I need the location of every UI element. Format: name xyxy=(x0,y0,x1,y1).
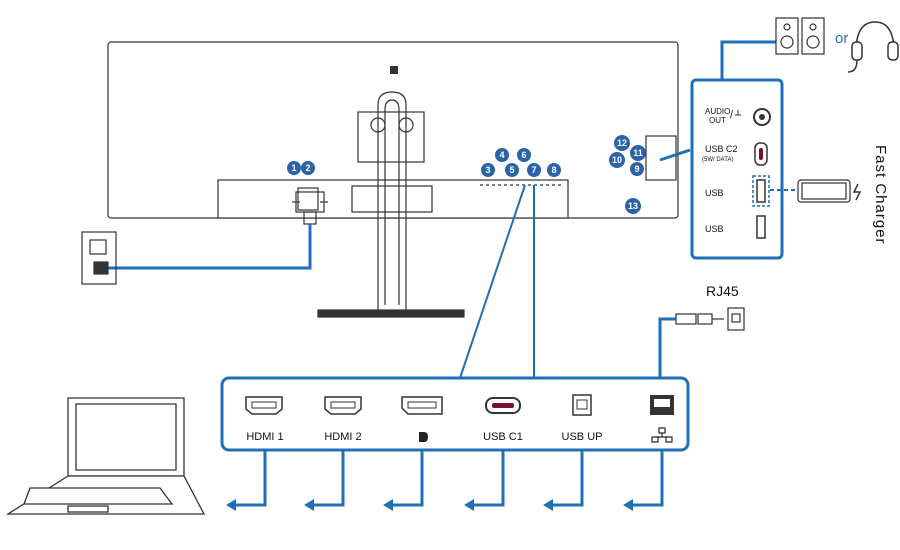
svg-text:/: / xyxy=(730,109,734,121)
port-usb-c1-label: USB C1 xyxy=(483,431,523,443)
usb-a-label: USB xyxy=(705,188,724,198)
port-hdmi2: HDMI 2 xyxy=(324,396,362,443)
rj45-label: RJ45 xyxy=(706,283,739,299)
port-hdmi2-label: HDMI 2 xyxy=(324,431,361,443)
rj45-cable-icon xyxy=(675,307,745,331)
callout-6: 6 xyxy=(517,148,531,162)
callout-2-text: 2 xyxy=(305,163,310,173)
callout-11-text: 11 xyxy=(633,148,643,158)
rear-ports-connector-left xyxy=(459,184,526,379)
callout-4: 4 xyxy=(495,148,509,162)
port-usb-c1: USB C1 xyxy=(483,397,523,443)
callout-1: 1 xyxy=(287,161,301,175)
callout-9: 9 xyxy=(630,162,644,176)
lightning-icon xyxy=(852,183,862,201)
fast-charger-label: Fast Charger xyxy=(872,145,889,245)
callout-1-text: 1 xyxy=(291,163,296,173)
power-cable xyxy=(100,224,312,270)
ethernet-port-icon xyxy=(650,395,674,415)
callout-7: 7 xyxy=(527,163,541,177)
callout-5: 5 xyxy=(505,163,519,177)
port-cable-arrows xyxy=(226,450,664,511)
callout-13-text: 13 xyxy=(628,201,638,211)
speakers-icon xyxy=(775,17,825,55)
callout-6-text: 6 xyxy=(521,150,526,160)
usb-a-fast-charge-port-icon xyxy=(752,175,770,207)
side-port-block xyxy=(645,135,677,181)
callout-5-text: 5 xyxy=(509,165,514,175)
port-hdmi1-label: HDMI 1 xyxy=(246,431,283,443)
port-usb-up-label: USB UP xyxy=(562,431,603,443)
hdmi-port-icon xyxy=(324,396,362,415)
audio-label-line2: OUT xyxy=(709,116,726,125)
callout-8-text: 8 xyxy=(551,165,556,175)
usb-a-port-icon xyxy=(756,215,766,239)
monitor-rear-view xyxy=(107,41,679,219)
usbc2-sublabel: (5W/ DATA) xyxy=(702,157,733,163)
usb-b-label: USB xyxy=(705,224,724,234)
callout-9-text: 9 xyxy=(634,164,639,174)
callout-12-text: 12 xyxy=(617,138,627,148)
port-usb-up: USB UP xyxy=(562,394,603,443)
port-ethernet xyxy=(650,395,674,443)
callout-10: 10 xyxy=(609,152,625,168)
hdmi-port-icon xyxy=(245,396,283,415)
laptop-icon xyxy=(5,397,206,515)
callout-10-text: 10 xyxy=(612,155,622,165)
callout-8: 8 xyxy=(547,163,561,177)
callout-11: 11 xyxy=(630,145,646,161)
usb-c-side-port-icon xyxy=(754,142,768,166)
callout-3: 3 xyxy=(481,163,495,177)
rear-port-panel xyxy=(220,376,690,452)
headphone-mic-icon xyxy=(735,110,741,116)
displayport-logo-icon xyxy=(419,432,428,442)
side-panel-labels: AUDIO OUT / USB C2 (5W/ DATA) USB USB xyxy=(702,107,738,234)
callout-4-text: 4 xyxy=(499,150,504,160)
port-displayport xyxy=(401,396,443,442)
usb-b-port-icon xyxy=(572,394,592,416)
callout-12: 12 xyxy=(614,135,630,151)
callout-numbers: 1 2 3 4 5 6 7 8 9 10 11 12 13 xyxy=(287,135,646,214)
audio-cable xyxy=(720,40,776,80)
rj45-cable xyxy=(658,317,676,378)
side-panel-connector xyxy=(659,148,691,162)
port-hdmi1: HDMI 1 xyxy=(245,396,284,443)
usb-c-port-icon xyxy=(485,397,521,414)
callout-2: 2 xyxy=(301,161,315,175)
callout-13: 13 xyxy=(625,198,641,214)
smartphone-icon xyxy=(797,179,851,203)
headset-icon xyxy=(847,21,899,73)
audio-jack-icon xyxy=(753,108,771,126)
usbc2-label: USB C2 xyxy=(705,144,738,154)
displayport-icon xyxy=(401,396,443,415)
callout-7-text: 7 xyxy=(531,165,536,175)
monitor-stand xyxy=(317,91,465,318)
wall-outlet-icon xyxy=(81,231,117,285)
or-label: or xyxy=(835,30,848,47)
audio-label-line1: AUDIO xyxy=(705,107,730,116)
callout-3-text: 3 xyxy=(485,165,490,175)
ethernet-network-icon xyxy=(651,427,673,443)
